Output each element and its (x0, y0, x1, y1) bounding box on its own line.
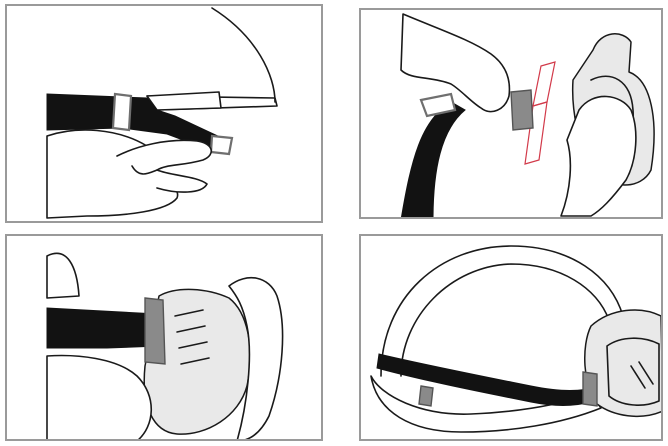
highlight-marker-bottom (524, 101, 548, 165)
strap-buckle (144, 297, 166, 365)
goggle-vent-1 (174, 309, 204, 317)
helmet-rim (370, 375, 602, 433)
strap (46, 307, 160, 349)
strap-buckle (418, 385, 434, 407)
goggle-vent-2 (176, 325, 206, 333)
strap-buckle (419, 92, 457, 118)
goggle-vent-3 (178, 341, 208, 349)
panel-step-4 (359, 234, 663, 441)
step-2-illustration (400, 13, 655, 217)
step-1-illustration (46, 7, 278, 219)
helmet-shell (380, 245, 624, 377)
step-4-illustration (370, 245, 661, 433)
lens-glare-2 (638, 361, 654, 385)
strap (401, 101, 466, 217)
left-hand-lower (46, 354, 153, 439)
right-hand (116, 139, 213, 193)
goggle-buckle (582, 371, 598, 407)
helmet-visor (146, 91, 222, 111)
step-3-illustration (46, 252, 284, 439)
strap (376, 353, 606, 406)
highlight-marker-top (532, 61, 556, 107)
lens-glare-1 (630, 365, 646, 389)
panel-step-3 (5, 234, 323, 441)
clip (510, 89, 534, 131)
finger-line (131, 165, 158, 175)
helmet-shell-inner (400, 263, 610, 377)
right-hand (228, 277, 284, 439)
goggle-frame (584, 309, 661, 418)
goggle-lens (606, 337, 660, 406)
helmet-shell (211, 7, 276, 103)
strap-buckle (111, 92, 133, 132)
panel-step-1 (5, 4, 323, 223)
right-hand (400, 13, 511, 113)
left-hand (560, 95, 637, 217)
goggle-vent-4 (180, 357, 210, 365)
left-hand (46, 252, 80, 299)
clip (209, 134, 234, 156)
panel-step-2 (359, 8, 663, 219)
